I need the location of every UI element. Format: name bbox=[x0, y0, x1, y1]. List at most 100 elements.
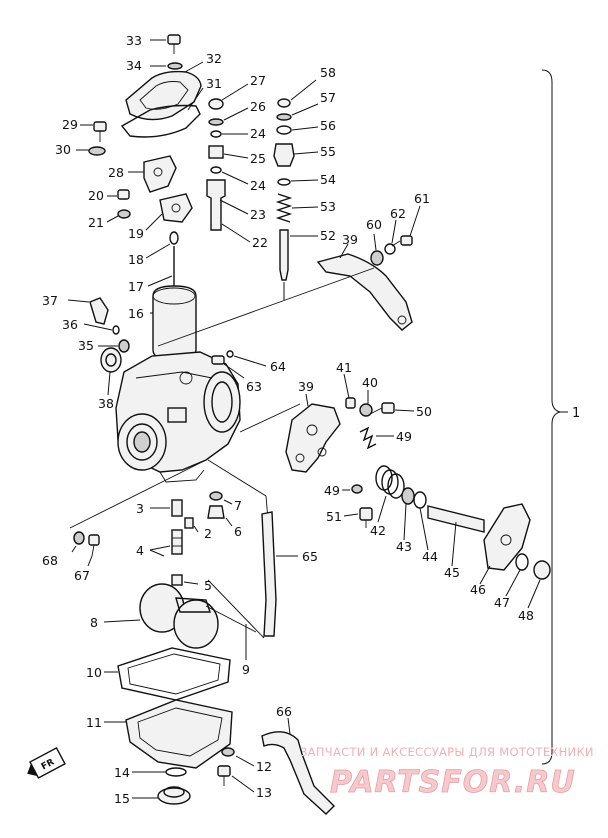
part-67-screw bbox=[88, 534, 100, 557]
part-24-ring-top bbox=[210, 130, 222, 138]
part-38-cap bbox=[100, 347, 122, 373]
callout-4: 4 bbox=[136, 543, 144, 558]
misc-small-parts bbox=[71, 531, 100, 567]
part-19-plate bbox=[159, 193, 193, 223]
callout-40: 40 bbox=[362, 375, 378, 390]
callout-16: 16 bbox=[128, 306, 144, 321]
part-53-spring bbox=[275, 193, 293, 223]
part-59-throttle-lever bbox=[316, 253, 413, 331]
part-2-needle-jet bbox=[184, 517, 194, 529]
hoses-group bbox=[261, 511, 335, 815]
callout-20: 20 bbox=[88, 188, 104, 203]
part-61-screw bbox=[391, 235, 413, 247]
callout-38: 38 bbox=[98, 396, 114, 411]
part-51-fitting bbox=[359, 507, 373, 528]
part-28-bracket bbox=[143, 155, 177, 193]
part-54-oring bbox=[277, 178, 291, 186]
callout-54: 54 bbox=[320, 172, 336, 187]
part-50-screw bbox=[369, 402, 395, 415]
part-44-washer bbox=[413, 491, 427, 509]
part-35-washer bbox=[118, 339, 130, 353]
part-25-nut bbox=[208, 145, 224, 159]
part-40-washer bbox=[359, 403, 373, 417]
part-39-lever-plate bbox=[285, 403, 341, 473]
callout-45: 45 bbox=[444, 565, 460, 580]
throttle-lever-group bbox=[316, 205, 421, 331]
callout-11: 11 bbox=[86, 715, 102, 730]
part-43-washer bbox=[401, 487, 415, 505]
callout-63: 63 bbox=[246, 379, 262, 394]
jets-group bbox=[149, 491, 233, 586]
part-56-ring bbox=[276, 125, 292, 135]
part-33-screw bbox=[167, 34, 181, 54]
connection-lines bbox=[69, 267, 375, 639]
part-11-float-bowl bbox=[125, 699, 233, 769]
callout-39b: 39 bbox=[298, 379, 314, 394]
callout-61: 61 bbox=[414, 191, 430, 206]
callout-5: 5 bbox=[204, 578, 212, 593]
callout-48: 48 bbox=[518, 608, 534, 623]
callout-49b: 49 bbox=[324, 483, 340, 498]
callout-68: 68 bbox=[42, 553, 58, 568]
part-27-cap bbox=[208, 98, 224, 110]
callout-59: 39 bbox=[342, 232, 358, 247]
callout-8: 8 bbox=[90, 615, 98, 630]
callout-13: 13 bbox=[256, 785, 272, 800]
part-18-clip bbox=[169, 231, 179, 245]
watermark-logo: PARTSFOR.RU bbox=[330, 765, 576, 800]
callout-66: 66 bbox=[276, 704, 292, 719]
part-47-washer bbox=[515, 553, 529, 571]
callout-labels: 33 34 32 31 29 30 28 20 21 19 18 17 16 2… bbox=[42, 33, 534, 806]
starter-lever-group bbox=[285, 373, 551, 609]
callout-47: 47 bbox=[494, 595, 510, 610]
callout-60: 60 bbox=[366, 217, 382, 232]
part-57-washer bbox=[276, 113, 292, 121]
part-8-float bbox=[139, 583, 257, 649]
part-68-washer bbox=[73, 531, 85, 545]
callout-58: 58 bbox=[320, 65, 336, 80]
callout-64: 64 bbox=[270, 359, 286, 374]
part-66-hose bbox=[261, 731, 335, 815]
callout-34: 34 bbox=[126, 58, 142, 73]
callout-15: 15 bbox=[114, 791, 130, 806]
callout-7: 7 bbox=[234, 498, 242, 513]
callout-51: 51 bbox=[326, 509, 342, 524]
part-34-washer bbox=[167, 62, 183, 70]
pilot-screw-group bbox=[273, 79, 319, 300]
callout-3: 3 bbox=[136, 501, 144, 516]
callout-21: 21 bbox=[88, 215, 104, 230]
outlet-flange bbox=[203, 371, 241, 433]
part-31-gasket bbox=[120, 104, 201, 138]
callout-56: 56 bbox=[320, 118, 336, 133]
callout-10: 10 bbox=[86, 665, 102, 680]
part-21-washer bbox=[117, 209, 131, 219]
callout-67: 67 bbox=[74, 568, 90, 583]
callout-35: 35 bbox=[78, 338, 94, 353]
part-10-gasket bbox=[117, 647, 231, 701]
callout-49a: 49 bbox=[396, 429, 412, 444]
callout-18: 18 bbox=[128, 252, 144, 267]
part-13-screw bbox=[217, 765, 231, 786]
float-bowl-group bbox=[103, 583, 257, 805]
callout-27: 27 bbox=[250, 73, 266, 88]
part-62-washer bbox=[384, 243, 396, 255]
callout-19: 19 bbox=[128, 226, 144, 241]
assembly-label: 1 bbox=[572, 406, 580, 421]
part-5-pilot-jet bbox=[171, 574, 183, 586]
part-15-drain-plug bbox=[157, 786, 191, 805]
starter-plunger-group bbox=[206, 83, 251, 243]
part-48-nut bbox=[533, 560, 551, 580]
part-46-lever bbox=[483, 503, 531, 571]
part-32-top-cap bbox=[125, 70, 202, 121]
part-41-screw bbox=[345, 397, 356, 409]
part-4-jet-holder bbox=[171, 529, 183, 555]
callout-25: 25 bbox=[250, 151, 266, 166]
watermark: ЗАПЧАСТИ И АКСЕССУАРЫ ДЛЯ МОТОТЕХНИКИ PA… bbox=[300, 745, 594, 800]
callout-62: 62 bbox=[390, 206, 406, 221]
part-37-screw bbox=[89, 297, 109, 325]
front-direction-marker: FR bbox=[27, 746, 66, 779]
part-3-main-jet bbox=[171, 499, 183, 517]
callout-41: 41 bbox=[336, 360, 352, 375]
callout-9: 9 bbox=[242, 662, 250, 677]
callout-28: 28 bbox=[108, 165, 124, 180]
